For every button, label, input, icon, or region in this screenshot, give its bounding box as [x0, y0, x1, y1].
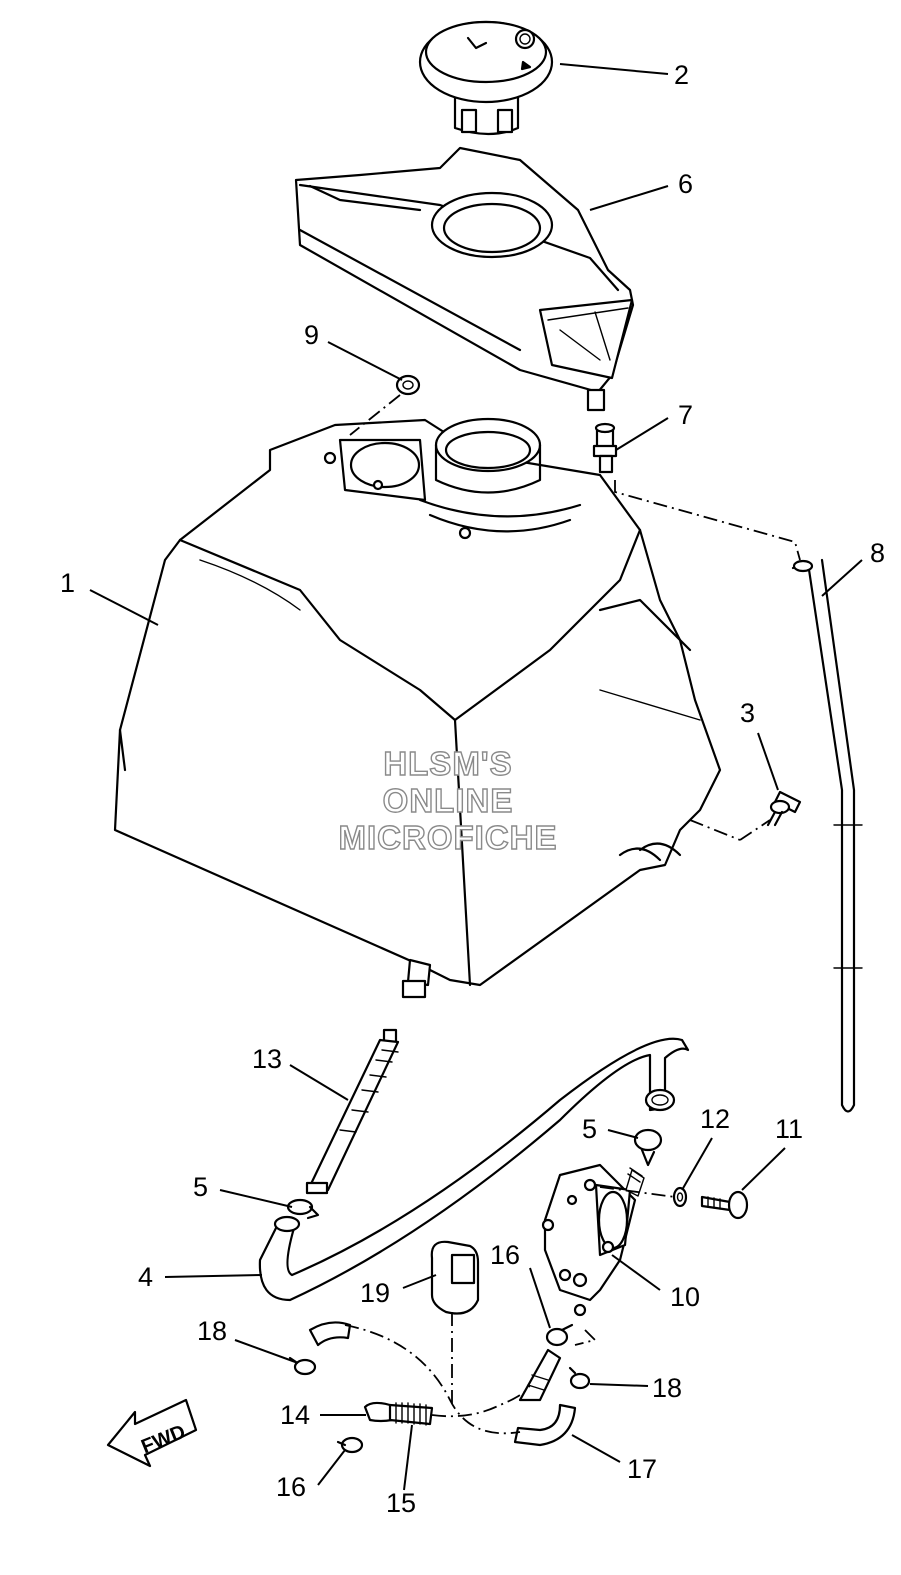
hose-segment-upper	[308, 1321, 352, 1347]
assembly-line-clip	[574, 1329, 597, 1346]
watermark: HLSM'S ONLINE MICROFICHE	[338, 744, 558, 856]
tank-cover	[294, 146, 635, 412]
callout-4: 4	[138, 1262, 153, 1292]
callout-12: 12	[700, 1104, 730, 1134]
callout-8: 8	[870, 538, 885, 568]
callout-10: 10	[670, 1282, 700, 1312]
callout-18-left: 18	[197, 1316, 227, 1346]
callout-2: 2	[674, 60, 689, 90]
fuel-filter	[305, 1028, 400, 1195]
assembly-line-bolt-2	[689, 819, 741, 841]
callout-6: 6	[678, 169, 693, 199]
callout-5-lower: 5	[193, 1172, 208, 1202]
assembly-line-vent	[614, 480, 801, 561]
hose-clip-lower	[286, 1198, 320, 1220]
bolt	[766, 790, 802, 827]
callout-7: 7	[678, 400, 693, 430]
assembly-line-bolt	[739, 819, 771, 841]
callout-9: 9	[304, 320, 319, 350]
leader-lines	[89, 63, 863, 1491]
callout-17: 17	[627, 1454, 657, 1484]
watermark-line-2: ONLINE	[383, 782, 514, 819]
hose-clip-upper	[633, 1128, 663, 1167]
watermark-line-3: MICROFICHE	[339, 819, 558, 856]
fwd-arrow-icon	[106, 1398, 198, 1468]
spring-15	[388, 1402, 434, 1426]
washer	[672, 1186, 688, 1208]
callout-16-upper: 16	[490, 1240, 520, 1270]
assembly-line-washer	[599, 1186, 676, 1198]
assembly-line-spring	[431, 1384, 531, 1418]
fuel-hose	[258, 1037, 690, 1302]
assembly-line-hose	[344, 1324, 521, 1435]
callout-5-upper: 5	[582, 1114, 597, 1144]
clip-18-right	[568, 1366, 591, 1390]
watermark-line-1: HLSM'S	[383, 745, 512, 782]
fuel-cock	[541, 1163, 645, 1317]
clip-16-lower	[336, 1436, 364, 1454]
assembly-line-grommet	[349, 394, 401, 436]
callout-1: 1	[60, 568, 75, 598]
clip-16-upper	[545, 1323, 574, 1347]
callout-11: 11	[775, 1114, 803, 1144]
callout-3: 3	[740, 698, 755, 728]
fuel-tank	[113, 417, 722, 987]
vent-hose	[791, 558, 863, 1113]
callout-19: 19	[360, 1278, 390, 1308]
fuel-cap	[418, 20, 554, 136]
vent-fitting	[592, 422, 618, 474]
callout-14: 14	[280, 1400, 310, 1430]
callout-16-lower: 16	[276, 1472, 306, 1502]
cock-outlet-hose	[518, 1348, 562, 1402]
callout-18-right: 18	[652, 1373, 682, 1403]
tank-outlet	[401, 958, 432, 999]
hose-17	[513, 1403, 577, 1447]
grommet	[395, 374, 421, 396]
screw	[700, 1190, 749, 1220]
callout-15: 15	[386, 1488, 416, 1518]
hose-14	[363, 1401, 394, 1423]
callout-13: 13	[252, 1044, 282, 1074]
rubber-block	[430, 1240, 480, 1315]
